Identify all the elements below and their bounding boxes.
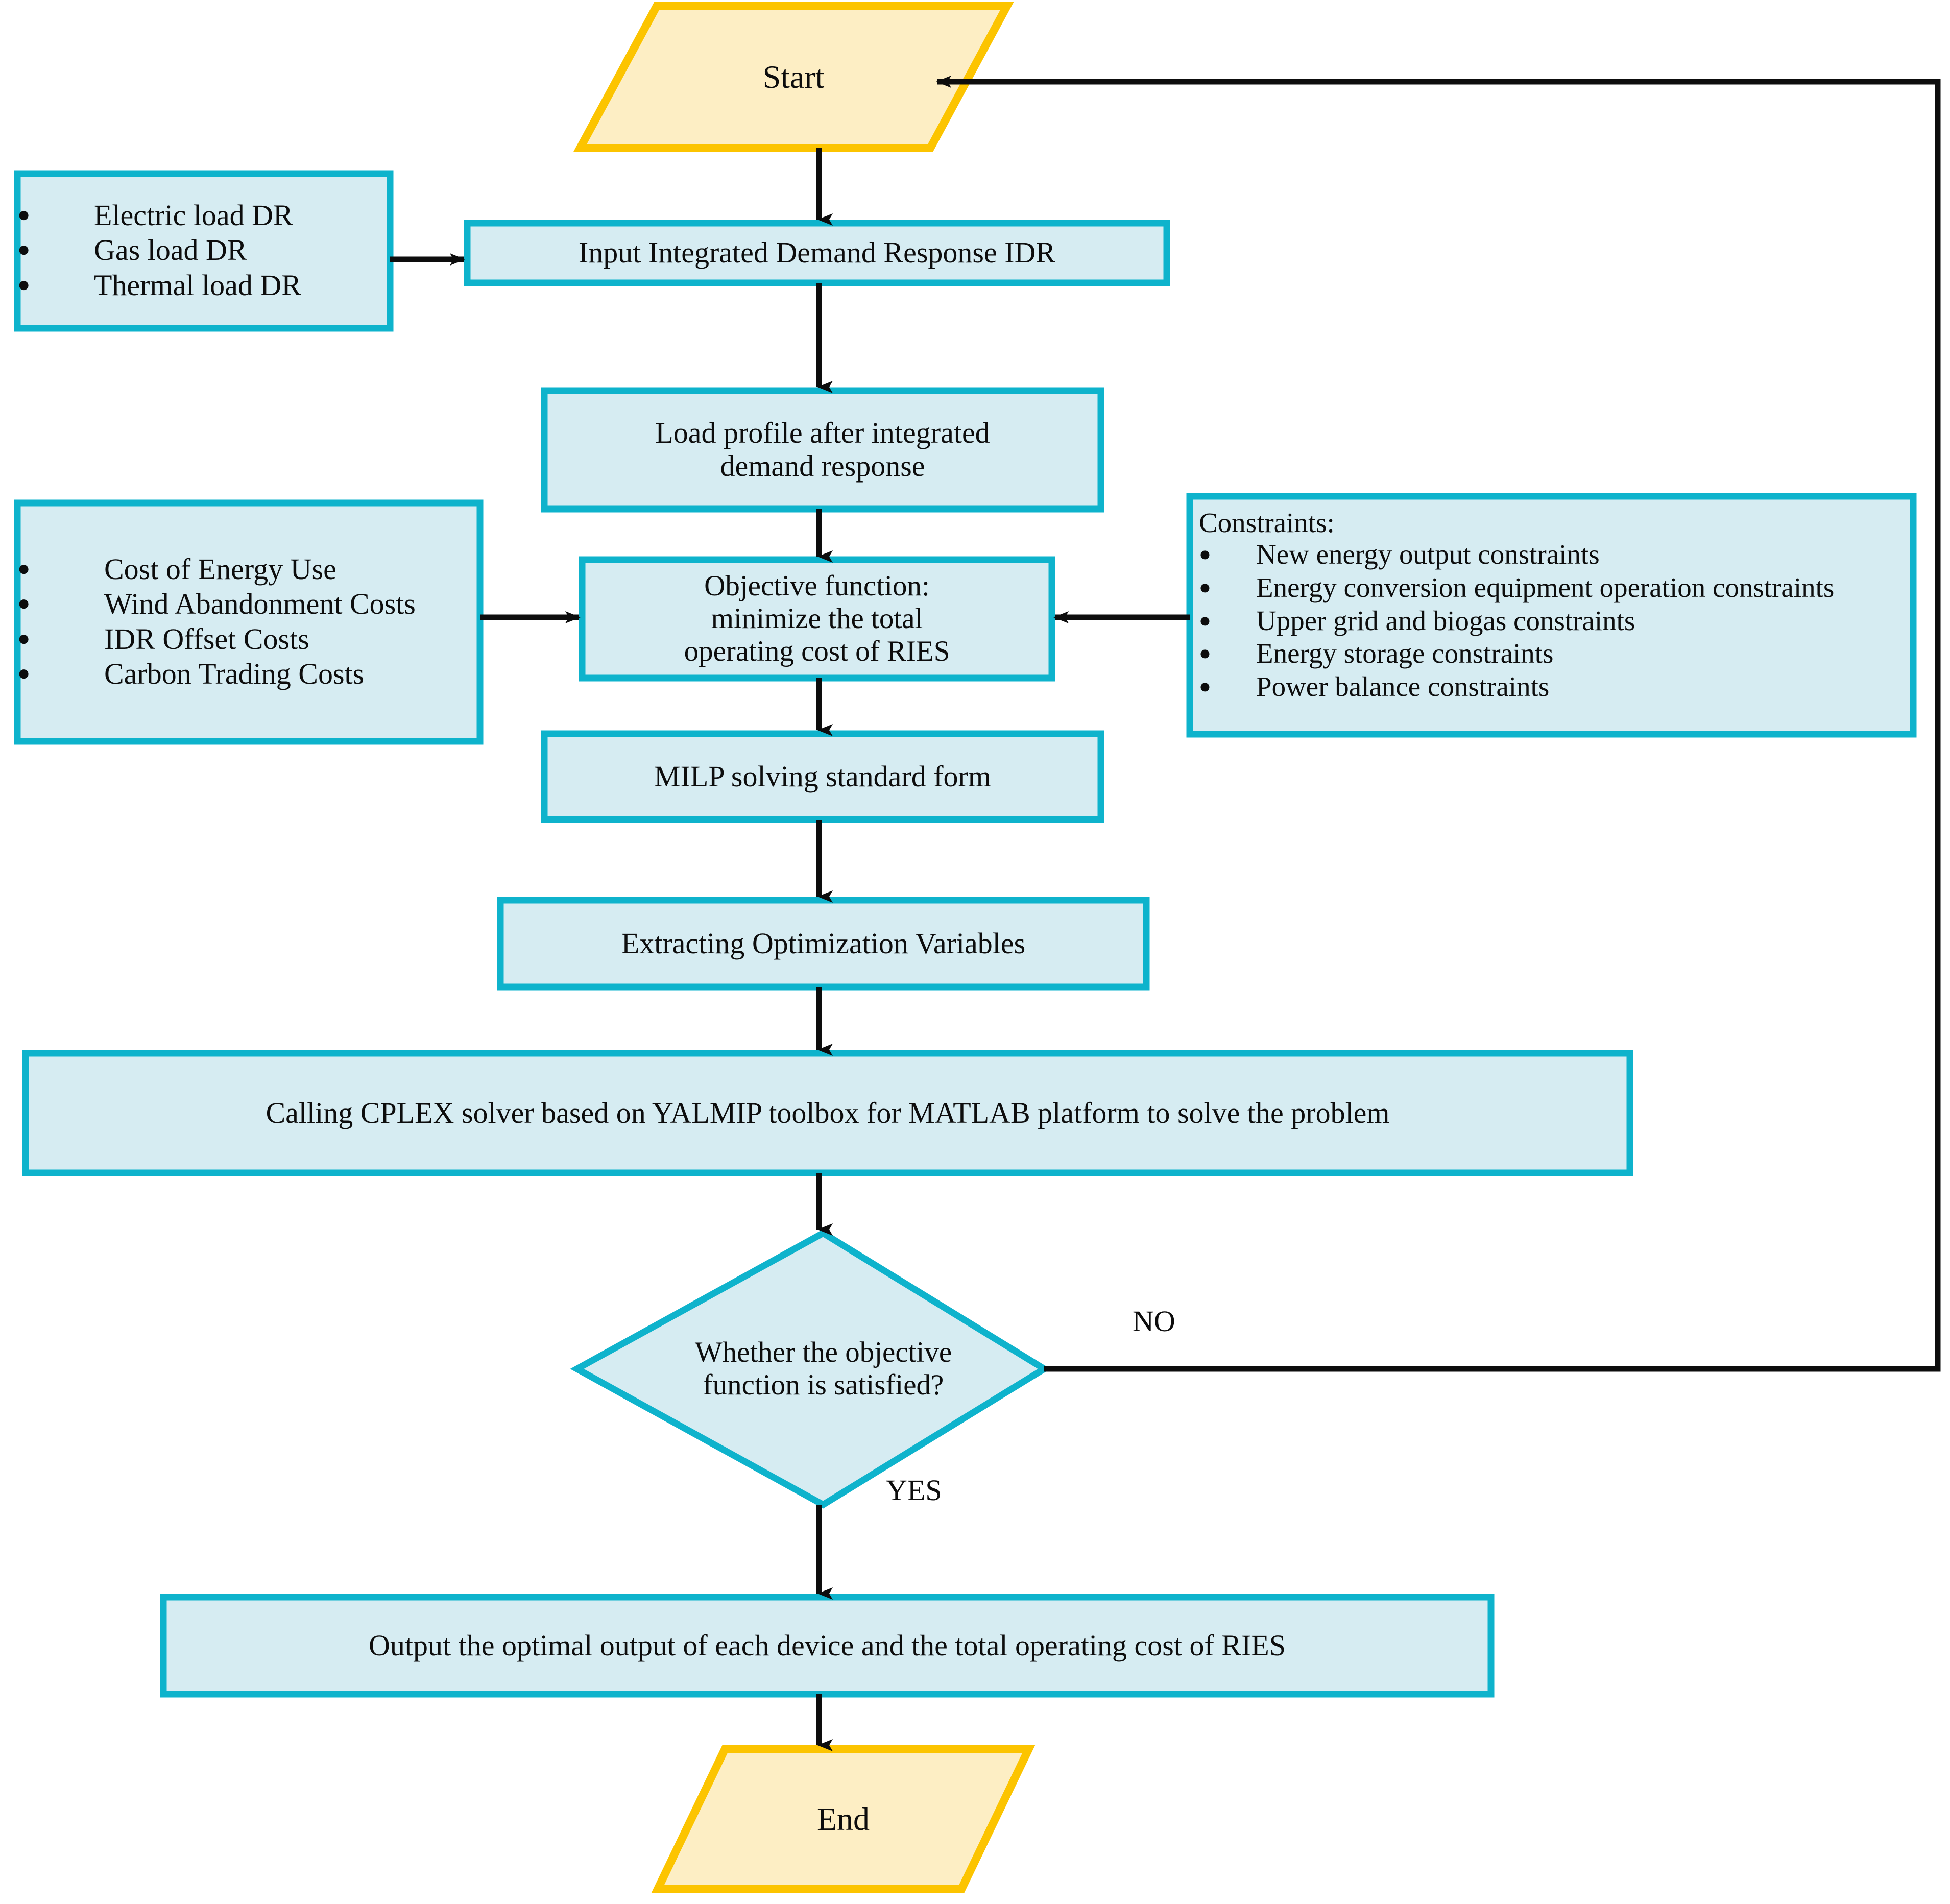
edge-decision-no-feedback bbox=[936, 76, 1941, 1372]
list-item: ● Energy storage constraints bbox=[1190, 638, 1913, 670]
dr-list: ● Electric load DR ● Gas load DR ● Therm… bbox=[17, 199, 390, 303]
objective-box-shape bbox=[579, 556, 1055, 682]
bullet-icon: ● bbox=[17, 661, 31, 685]
bullet-icon: ● bbox=[1199, 543, 1211, 566]
list-item: ● Carbon Trading Costs bbox=[17, 657, 480, 691]
input-idr-box-shape bbox=[464, 220, 1170, 286]
constraint-item-label: Energy conversion equipment operation co… bbox=[1256, 571, 1835, 603]
bullet-icon: ● bbox=[1199, 609, 1211, 632]
list-item: ● IDR Offset Costs bbox=[17, 622, 480, 656]
cost-list-box: ● Cost of Energy Use ● Wind Abandonment … bbox=[17, 503, 480, 741]
dr-list-box-shape bbox=[14, 170, 394, 332]
end-terminator-shape bbox=[651, 1745, 1036, 1893]
bullet-icon: ● bbox=[1199, 642, 1211, 665]
list-item: ● Cost of Energy Use bbox=[17, 552, 480, 586]
cost-list-box-shape bbox=[14, 499, 484, 745]
list-item: ● New energy output constraints bbox=[1190, 539, 1913, 571]
bullet-icon: ● bbox=[17, 238, 31, 262]
list-item: ● Upper grid and biogas constraints bbox=[1190, 605, 1913, 637]
bullet-icon: ● bbox=[1199, 575, 1211, 598]
dr-item-label: Thermal load DR bbox=[94, 268, 301, 302]
cost-list: ● Cost of Energy Use ● Wind Abandonment … bbox=[17, 552, 480, 691]
load-profile-box-shape bbox=[541, 387, 1104, 513]
cost-item-label: Carbon Trading Costs bbox=[104, 657, 365, 690]
constraint-item-label: Energy storage constraints bbox=[1256, 638, 1554, 669]
edge-label-no: NO bbox=[1133, 1305, 1175, 1338]
cplex-box-shape bbox=[22, 1050, 1633, 1176]
dr-item-label: Gas load DR bbox=[94, 233, 247, 267]
list-item: ● Wind Abandonment Costs bbox=[17, 587, 480, 621]
constraints-title: Constraints: bbox=[1199, 507, 1335, 538]
constraints-box-shape bbox=[1186, 493, 1917, 738]
bullet-icon: ● bbox=[17, 626, 31, 650]
extract-box-shape bbox=[497, 897, 1150, 991]
bullet-icon: ● bbox=[17, 203, 31, 227]
output-box-shape bbox=[160, 1594, 1495, 1698]
bullet-icon: ● bbox=[1199, 675, 1211, 697]
list-item: ● Electric load DR bbox=[17, 199, 390, 232]
bullet-icon: ● bbox=[17, 273, 31, 297]
start-terminator-shape bbox=[573, 2, 1014, 152]
dr-list-box: ● Electric load DR ● Gas load DR ● Therm… bbox=[17, 174, 390, 328]
constraint-item-label: Power balance constraints bbox=[1256, 671, 1550, 702]
decision-diamond-shape bbox=[570, 1229, 1051, 1509]
constraints-list: ● New energy output constraints ● Energy… bbox=[1190, 539, 1913, 704]
constraints-box: Constraints: ● New energy output constra… bbox=[1190, 496, 1913, 734]
constraint-item-label: New energy output constraints bbox=[1256, 539, 1600, 570]
edge-label-yes: YES bbox=[886, 1474, 942, 1507]
cost-item-label: Cost of Energy Use bbox=[104, 552, 336, 586]
list-item: ● Energy conversion equipment operation … bbox=[1190, 572, 1913, 604]
constraint-item-label: Upper grid and biogas constraints bbox=[1256, 605, 1635, 636]
cost-item-label: IDR Offset Costs bbox=[104, 622, 309, 656]
milp-box-shape bbox=[541, 730, 1104, 823]
cost-item-label: Wind Abandonment Costs bbox=[104, 587, 416, 621]
list-item: ● Power balance constraints bbox=[1190, 671, 1913, 703]
list-item: ● Gas load DR bbox=[17, 233, 390, 267]
dr-item-label: Electric load DR bbox=[94, 199, 293, 232]
bullet-icon: ● bbox=[17, 592, 31, 616]
bullet-icon: ● bbox=[17, 557, 31, 581]
list-item: ● Thermal load DR bbox=[17, 269, 390, 302]
